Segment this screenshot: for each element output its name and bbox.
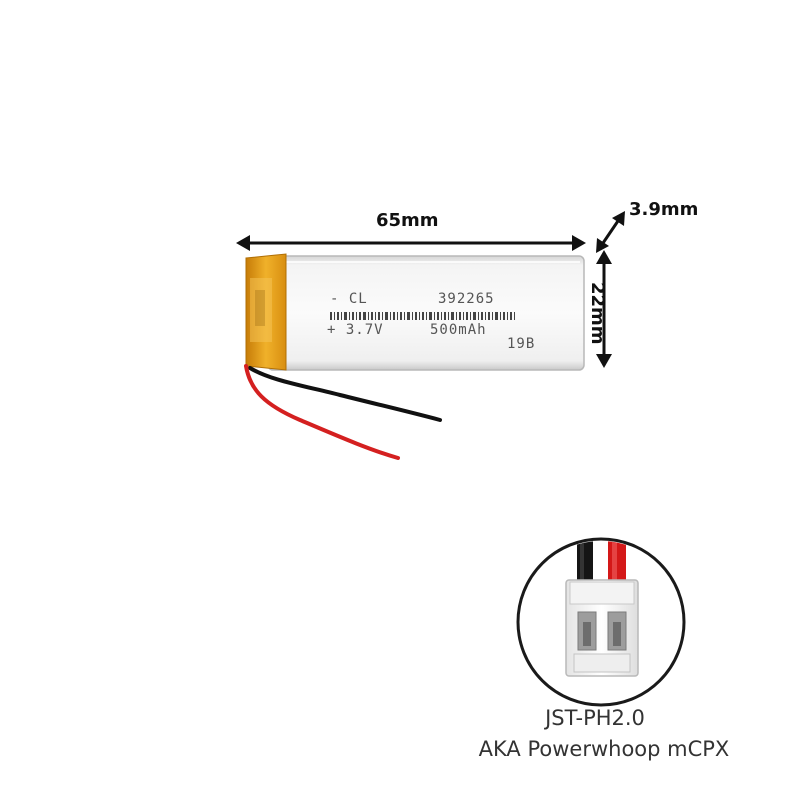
depth-dimension-label: 3.9mm (629, 199, 699, 220)
black-wire (248, 366, 442, 422)
red-wire (244, 364, 400, 460)
width-dimension-label: 65mm (376, 210, 439, 231)
battery-label-negative: - CL (330, 291, 368, 307)
connector-inset (516, 537, 686, 707)
connector-alias-caption: AKA Powerwhoop mCPX (478, 737, 730, 761)
battery-label-capacity: 500mAh (430, 322, 487, 338)
battery-label-voltage: + 3.7V (327, 322, 384, 338)
height-arrow (596, 250, 612, 368)
battery-label-batch: 19B (507, 336, 536, 352)
height-dimension-label: 22mm (587, 282, 608, 345)
jst-connector (565, 579, 639, 677)
depth-arrow (596, 211, 625, 253)
width-arrow (236, 235, 586, 251)
battery-label-model: 392265 (438, 291, 495, 307)
connector-type-caption: JST-PH2.0 (545, 706, 645, 730)
kapton-tape (245, 253, 287, 371)
barcode (330, 312, 515, 320)
